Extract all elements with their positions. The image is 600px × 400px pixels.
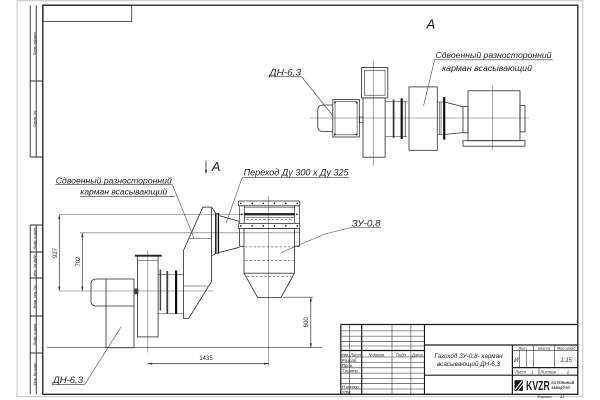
svg-text:Инв. № подл.: Инв. № подл. — [33, 362, 37, 385]
svg-text:всасывающий ДН-6,3: всасывающий ДН-6,3 — [437, 360, 500, 368]
svg-text:Подп. и дата: Подп. и дата — [33, 323, 37, 346]
svg-text:Подп.: Подп. — [396, 352, 407, 357]
svg-text:ЗУ-0,8: ЗУ-0,8 — [352, 218, 381, 228]
svg-text:Масса: Масса — [538, 345, 551, 350]
svg-text:ДН-6,3: ДН-6,3 — [268, 67, 302, 77]
svg-text:2: 2 — [566, 370, 570, 375]
svg-text:Сдвоенный разносторонний: Сдвоенный разносторонний — [56, 175, 172, 185]
svg-text:Лист: Лист — [514, 370, 526, 375]
svg-text:Взам. инв. №: Взам. инв. № — [33, 286, 37, 309]
svg-text:А3: А3 — [559, 395, 564, 399]
svg-text:Лит.: Лит. — [517, 345, 527, 350]
svg-text:Перв. примен.: Перв. примен. — [33, 31, 37, 56]
svg-text:карман всасывающий: карман всасывающий — [80, 187, 167, 197]
svg-text:Справ. №: Справ. № — [33, 111, 37, 128]
svg-text:Пров.: Пров. — [342, 363, 353, 368]
svg-text:N докум.: N докум. — [369, 352, 386, 357]
svg-text:Н.контр.: Н.контр. — [342, 384, 360, 389]
svg-text:Сдвоенный разносторонний: Сдвоенный разносторонний — [436, 50, 552, 60]
svg-text:Лист: Лист — [349, 352, 361, 357]
svg-text:А: А — [211, 159, 221, 174]
svg-text:Переход Ду 300 х Ду 325: Переход Ду 300 х Ду 325 — [244, 168, 350, 178]
svg-text:ДН-6,3: ДН-6,3 — [52, 375, 84, 385]
svg-text:927: 927 — [53, 247, 59, 258]
svg-text:Утв.: Утв. — [342, 390, 352, 395]
svg-text:карман всасывающий: карман всасывающий — [442, 63, 532, 73]
svg-text:702: 702 — [76, 256, 82, 267]
svg-text:KVZR: KVZR — [526, 378, 550, 393]
svg-text:Инв. № дубл.: Инв. № дубл. — [33, 254, 37, 277]
svg-text:ЗАВОД РЭП: ЗАВОД РЭП — [551, 386, 570, 390]
svg-text:1435: 1435 — [199, 356, 213, 362]
svg-text:Масштаб: Масштаб — [557, 345, 576, 350]
svg-text:600: 600 — [304, 317, 310, 328]
svg-text:Изм.: Изм. — [341, 352, 350, 357]
svg-text:Формат: Формат — [537, 395, 551, 399]
svg-text:А: А — [426, 16, 436, 31]
svg-text:Т.контр.: Т.контр. — [342, 369, 359, 374]
svg-text:1: 1 — [531, 370, 533, 375]
svg-text:КОТЕЛЬНЫЙ: КОТЕЛЬНЫЙ — [551, 381, 574, 385]
svg-text:Листов: Листов — [539, 370, 556, 375]
svg-text:Разраб.: Разраб. — [342, 358, 358, 363]
svg-text:1:15: 1:15 — [560, 358, 572, 364]
svg-text:И: И — [514, 357, 519, 364]
svg-text:Дата: Дата — [411, 352, 424, 357]
svg-text:Газоход ЗУ-0,8- карман: Газоход ЗУ-0,8- карман — [434, 352, 503, 360]
svg-text:Подп. и дата: Подп. и дата — [33, 227, 37, 250]
